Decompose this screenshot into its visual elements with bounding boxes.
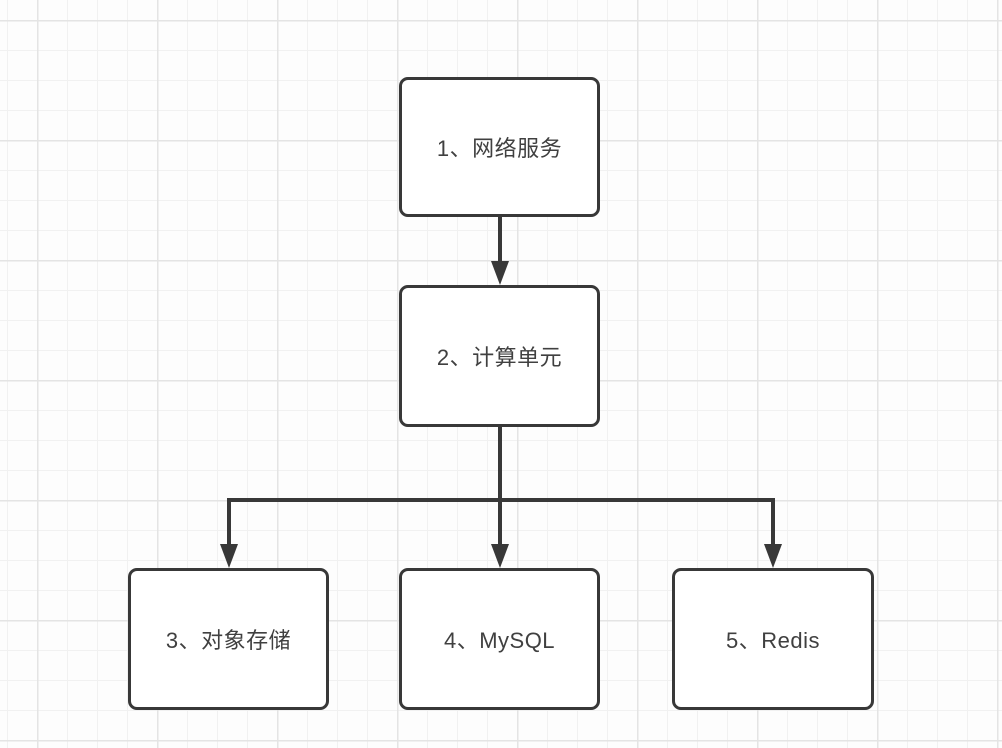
- node-label: 2、计算单元: [436, 345, 563, 370]
- node-label: 3、对象存储: [165, 628, 292, 653]
- node-label: 4、MySQL: [443, 628, 556, 653]
- arrowhead-icon: [491, 544, 509, 568]
- node-mysql[interactable]: 4、MySQL: [399, 568, 600, 710]
- node-network-service[interactable]: 1、网络服务: [399, 77, 600, 217]
- edge-line: [771, 498, 775, 546]
- arrowhead-icon: [220, 544, 238, 568]
- node-redis[interactable]: 5、Redis: [672, 568, 874, 710]
- arrowhead-icon: [764, 544, 782, 568]
- node-object-storage[interactable]: 3、对象存储: [128, 568, 329, 710]
- edge-line: [498, 217, 502, 263]
- node-compute-unit[interactable]: 2、计算单元: [399, 285, 600, 427]
- arrowhead-icon: [491, 261, 509, 285]
- node-label: 5、Redis: [726, 628, 820, 653]
- node-label: 1、网络服务: [436, 136, 563, 161]
- edge-line: [227, 498, 231, 546]
- edge-line: [498, 427, 502, 546]
